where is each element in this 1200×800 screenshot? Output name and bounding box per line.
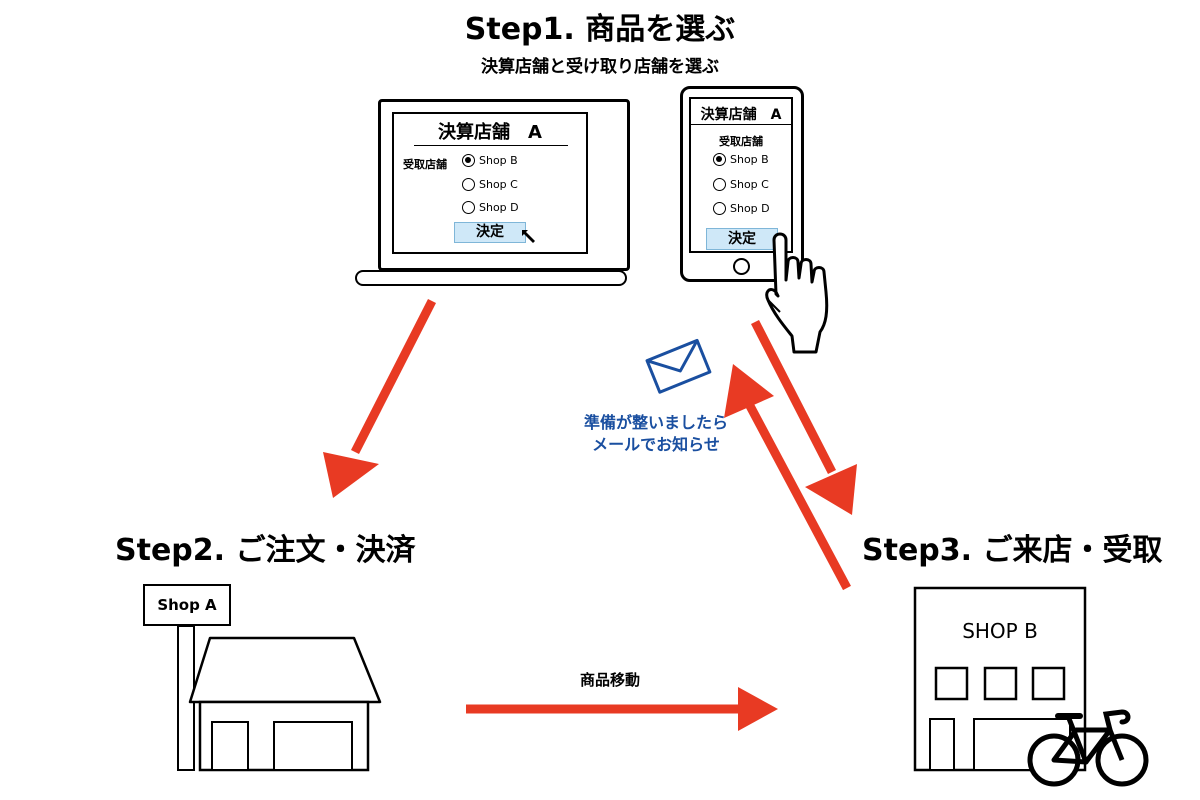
radio-icon[interactable]	[462, 178, 475, 191]
notification-line-1: 準備が整いましたら	[583, 413, 728, 432]
phone-pickup-label: 受取店舗	[719, 135, 763, 148]
step2-title: Step2. ご注文・決済	[115, 533, 416, 568]
option-label: Shop C	[479, 178, 518, 191]
radio-selected-icon[interactable]	[462, 154, 475, 167]
phone-option-shop-b[interactable]: Shop B	[713, 153, 769, 166]
option-label: Shop D	[730, 202, 770, 215]
radio-selected-icon[interactable]	[713, 153, 726, 166]
step1-title: Step1. 商品を選ぶ	[464, 12, 736, 47]
transfer-label: 商品移動	[579, 671, 640, 689]
bicycle-icon	[1027, 709, 1149, 787]
arrow-shop-a-to-shop-b	[466, 687, 778, 731]
shop-house-icon	[177, 626, 382, 772]
radio-icon[interactable]	[462, 201, 475, 214]
arrow-phone-to-step3	[750, 319, 857, 515]
pointer-cursor-icon	[522, 230, 535, 243]
radio-icon[interactable]	[713, 178, 726, 191]
option-label: Shop B	[479, 154, 518, 167]
laptop-submit-button[interactable]: 決定	[454, 222, 526, 243]
laptop-option-shop-c[interactable]: Shop C	[462, 178, 518, 191]
phone-title-divider	[691, 124, 791, 125]
laptop-pickup-label: 受取店舗	[403, 158, 447, 171]
laptop-base	[355, 270, 627, 286]
notification-line-2: メールでお知らせ	[592, 435, 720, 454]
shop-a-sign: Shop A	[143, 584, 231, 626]
radio-icon[interactable]	[713, 202, 726, 215]
step3-title: Step3. ご来店・受取	[862, 533, 1163, 568]
laptop-store-title: 決算店舗 A	[438, 122, 542, 143]
shop-b-sign: SHOP B	[962, 619, 1038, 643]
phone-option-shop-c[interactable]: Shop C	[713, 178, 769, 191]
laptop-option-shop-d[interactable]: Shop D	[462, 201, 519, 214]
envelope-icon	[645, 338, 712, 394]
option-label: Shop B	[730, 153, 769, 166]
step1-subtitle: 決算店舗と受け取り店舗を選ぶ	[481, 57, 719, 77]
arrow-step3-to-phone	[724, 364, 851, 591]
phone-home-button	[733, 258, 750, 275]
phone-display	[689, 97, 793, 253]
phone-store-title: 決算店舗 A	[700, 107, 782, 123]
phone-option-shop-d[interactable]: Shop D	[713, 202, 770, 215]
option-label: Shop C	[730, 178, 769, 191]
option-label: Shop D	[479, 201, 519, 214]
phone-submit-button[interactable]: 決定	[706, 228, 778, 250]
arrow-step1-to-step2	[323, 298, 437, 498]
laptop-title-divider	[414, 145, 568, 146]
tapping-hand-icon	[765, 232, 829, 354]
laptop-option-shop-b[interactable]: Shop B	[462, 154, 518, 167]
